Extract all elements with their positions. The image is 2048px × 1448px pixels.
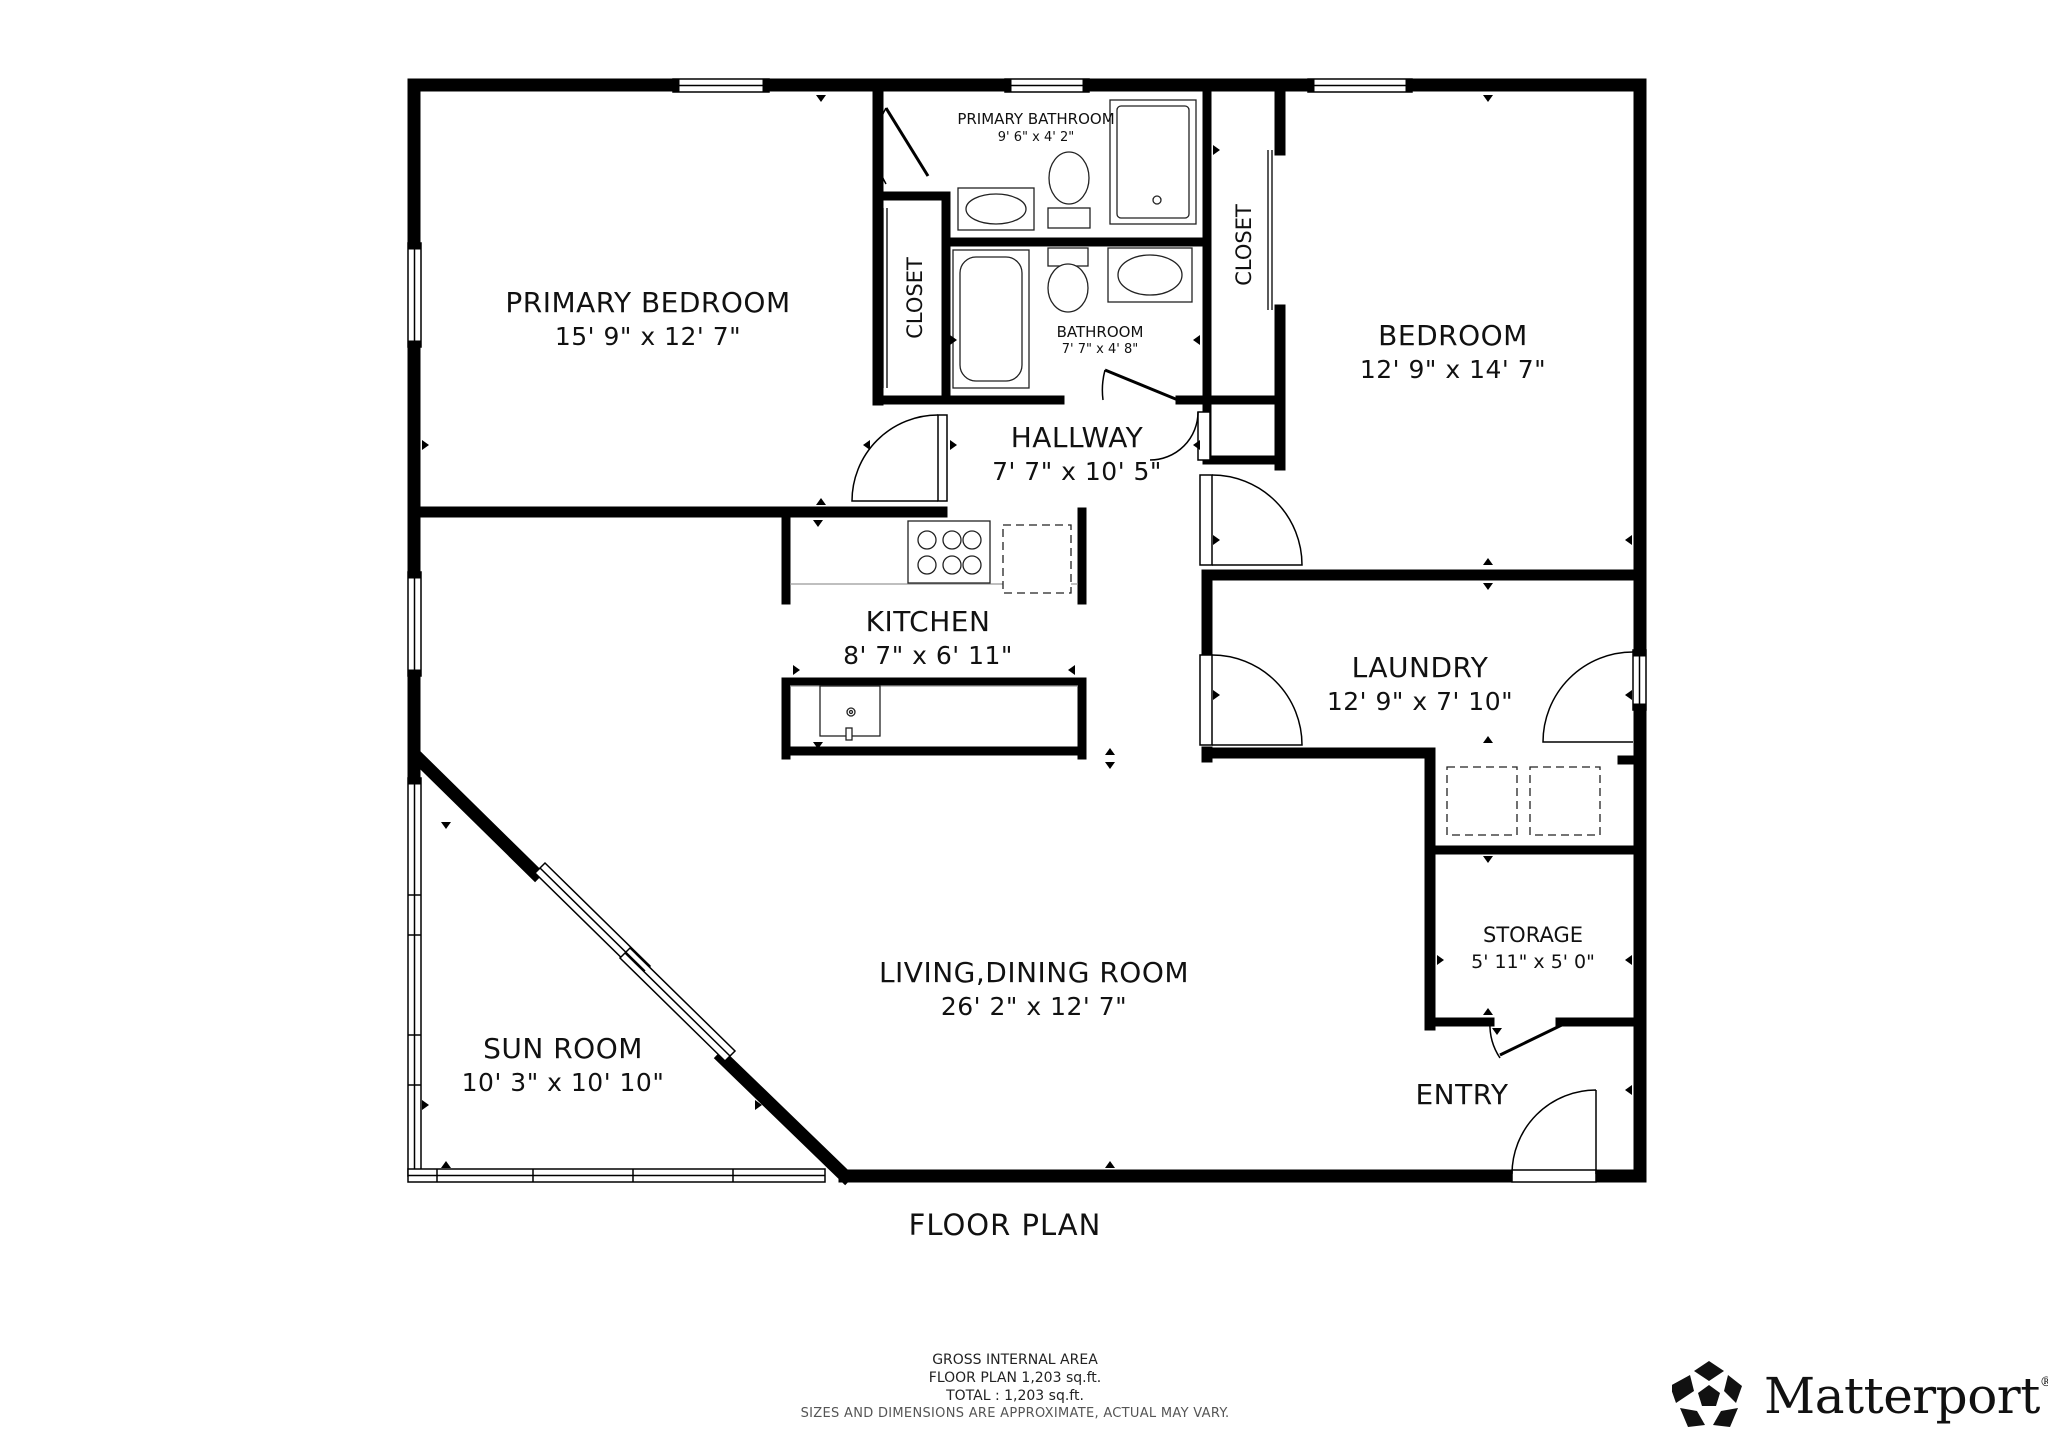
entry-name: ENTRY [1415, 1078, 1508, 1111]
closet-left-name: CLOSET [903, 257, 927, 339]
kitchen-dims: 8' 7" x 6' 11" [843, 641, 1013, 670]
bedroom-dims: 12' 9" x 14' 7" [1360, 355, 1546, 384]
brand-name: Matterport [1764, 1367, 2040, 1425]
primary-bathroom-dims: 9' 6" x 4' 2" [998, 130, 1074, 145]
plan-title: FLOOR PLAN [0, 1208, 2048, 1242]
hallway-name: HALLWAY [1011, 421, 1144, 454]
sun-room-name: SUN ROOM [483, 1032, 643, 1065]
windows [407, 78, 1647, 1183]
disclaimer: SIZES AND DIMENSIONS ARE APPROXIMATE, AC… [800, 1406, 1230, 1421]
bedroom-name: BEDROOM [1378, 319, 1528, 352]
doors [851, 107, 1634, 1183]
laundry-name: LAUNDRY [1352, 651, 1489, 684]
bathroom-dims: 7' 7" x 4' 8" [1062, 342, 1138, 357]
toilet-icon [1047, 151, 1091, 229]
living-dining-name: LIVING,DINING ROOM [879, 956, 1189, 989]
hallway-dims: 7' 7" x 10' 5" [992, 457, 1162, 486]
primary-bedroom-dims: 15' 9" x 12' 7" [555, 322, 741, 351]
walls [407, 78, 1647, 1186]
floor-plan-area: FLOOR PLAN 1,203 sq.ft. [928, 1370, 1102, 1386]
total-area: TOTAL : 1,203 sq.ft. [946, 1388, 1084, 1404]
matterport-logo-icon [1672, 1361, 1742, 1427]
washer-icon [1446, 766, 1518, 836]
bathroom-name: BATHROOM [1057, 323, 1144, 341]
fridge-icon [1002, 524, 1072, 594]
gross-area-label: GROSS INTERNAL AREA [932, 1352, 1098, 1368]
fixtures [819, 99, 1601, 836]
sun-room-dims: 10' 3" x 10' 10" [462, 1068, 665, 1097]
registered-mark: ® [2039, 1375, 2048, 1390]
matterport-brand: Matterport® [1672, 1355, 2048, 1437]
closet-right-name: CLOSET [1232, 204, 1256, 286]
plan-title-text: FLOOR PLAN [908, 1208, 1102, 1242]
dryer-icon [1529, 766, 1601, 836]
kitchen-name: KITCHEN [866, 605, 991, 638]
storage-name: STORAGE [1483, 923, 1583, 947]
primary-bathroom-name: PRIMARY BATHROOM [957, 110, 1114, 128]
storage-dims: 5' 11" x 5' 0" [1471, 951, 1595, 973]
toilet-icon [1047, 247, 1089, 313]
room-labels: PRIMARY BEDROOM 15' 9" x 12' 7" PRIMARY … [462, 110, 1595, 1111]
matterport-wordmark: Matterport® [1764, 1367, 2048, 1425]
sliding-door-sunroom [533, 861, 737, 1063]
area-summary: GROSS INTERNAL AREA FLOOR PLAN 1,203 sq.… [655, 1351, 1375, 1423]
living-dining-dims: 26' 2" x 12' 7" [941, 992, 1127, 1021]
laundry-dims: 12' 9" x 7' 10" [1327, 687, 1513, 716]
primary-bedroom-name: PRIMARY BEDROOM [505, 286, 790, 319]
